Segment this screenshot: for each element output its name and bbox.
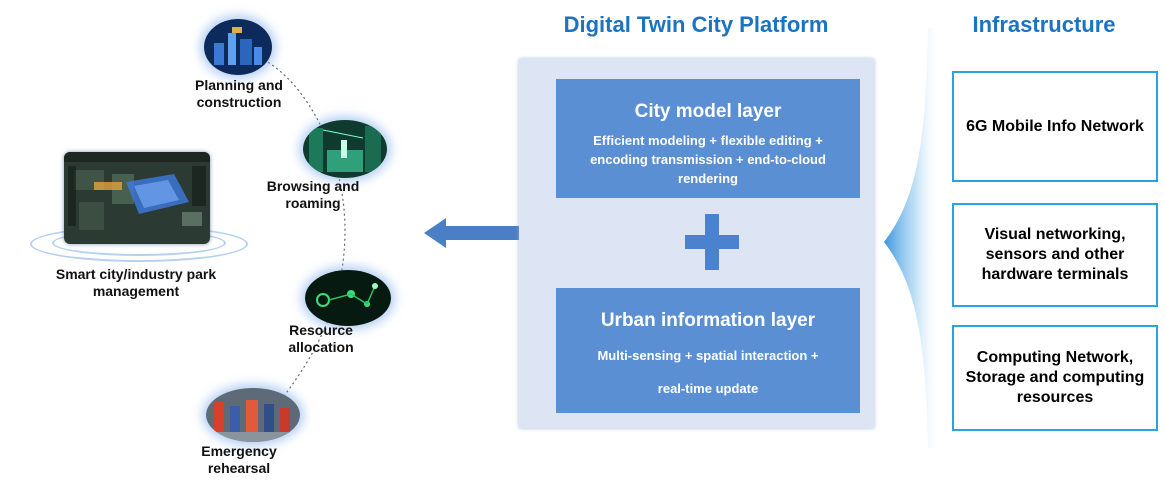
urban-information-layer-description-line2: real-time update [657,381,759,396]
urban-information-layer-description-line1: Multi-sensing + spatial interaction + [597,348,819,363]
planning-construction-label-line2: construction [196,94,282,110]
resource-allocation-label-line1: Resource [289,322,353,338]
left-arrow-icon [424,218,520,248]
browsing-roaming-label-line1: Browsing and [266,178,360,194]
browsing-roaming-image [303,120,387,178]
emergency-rehearsal-label-line1: Emergency [201,443,277,459]
resource-allocation-label-line2: allocation [288,339,354,355]
main-app-label-line2: management [92,283,180,299]
emergency-rehearsal-image [206,388,300,442]
city-model-layer-title: City model layer [634,101,782,122]
infrastructure-item-6g-network: 6G Mobile Info Network [952,71,1158,182]
dotted-connector-line [247,54,346,441]
planning-construction-label-line1: Planning and [195,77,283,93]
browsing-roaming-label-line2: roaming [285,195,341,211]
resource-allocation-label: Resource allocation [241,322,401,356]
planning-construction-image [204,19,272,75]
infrastructure-bracket-shape [884,28,940,448]
platform-title: Digital Twin City Platform [563,12,829,37]
plus-icon [685,214,739,270]
browsing-roaming-label: Browsing and roaming [233,178,393,212]
infrastructure-item-computing-resources: Computing Network, Storage and computing… [952,325,1158,431]
emergency-rehearsal-label-line2: rehearsal [207,460,271,476]
main-app-label-line1: Smart city/industry park [55,266,217,282]
smart-city-map-image [64,152,210,244]
resource-allocation-image [305,270,391,326]
urban-information-layer-title: Urban information layer [600,310,816,331]
emergency-rehearsal-label: Emergency rehearsal [159,443,319,477]
urban-information-layer-box: Urban information layer Multi-sensing + … [556,288,860,413]
city-model-layer-box: City model layer Efficient modeling + fl… [556,79,860,198]
planning-construction-label: Planning and construction [159,77,319,111]
infrastructure-item-hardware-terminals: Visual networking, sensors and other har… [952,203,1158,307]
main-app-label: Smart city/industry park management [36,266,236,300]
infrastructure-title: Infrastructure [972,12,1116,37]
city-model-layer-description: Efficient modeling + flexible editing + … [590,133,826,186]
